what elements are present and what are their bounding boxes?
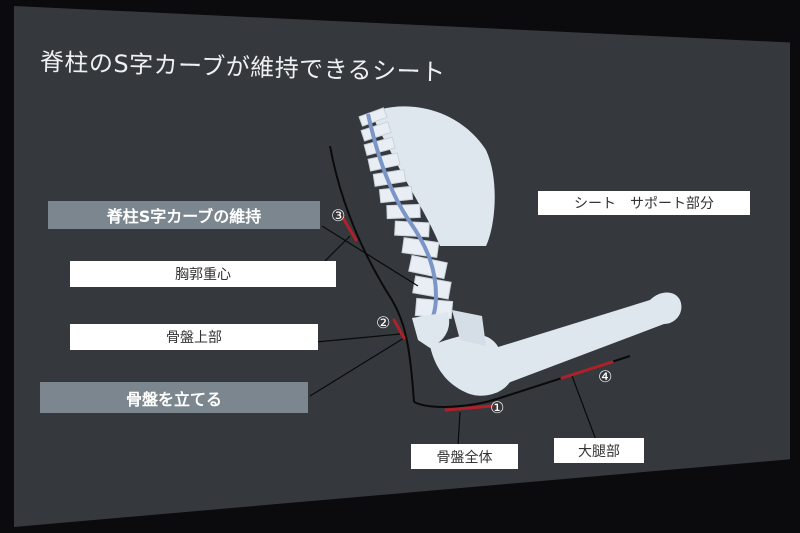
sacrum — [412, 312, 450, 348]
label-spine-curve: 脊柱S字カーブの維持 — [48, 201, 320, 229]
seat-back-line — [329, 145, 415, 403]
label-whole-pelvis: 骨盤全体 — [411, 444, 518, 469]
label-pelvis-upright: 骨盤を立てる — [40, 382, 308, 413]
marker-2: ② — [376, 313, 391, 332]
marker-3: ③ — [331, 206, 346, 225]
leader-lines — [309, 225, 597, 447]
support-marks — [341, 216, 614, 412]
marker-1: ① — [490, 398, 505, 417]
marker-4: ④ — [598, 367, 613, 386]
rib-cage — [372, 106, 495, 247]
vertebrae — [358, 107, 454, 320]
label-seat-support: シート サポート部分 — [538, 191, 750, 215]
label-chest-center: 胸郭重心 — [70, 261, 336, 287]
label-thigh: 大腿部 — [554, 438, 644, 463]
label-pelvis-top: 骨盤上部 — [70, 324, 318, 350]
spinal-cord — [366, 113, 439, 332]
femur — [482, 292, 682, 386]
pelvis-ilium — [452, 310, 486, 346]
